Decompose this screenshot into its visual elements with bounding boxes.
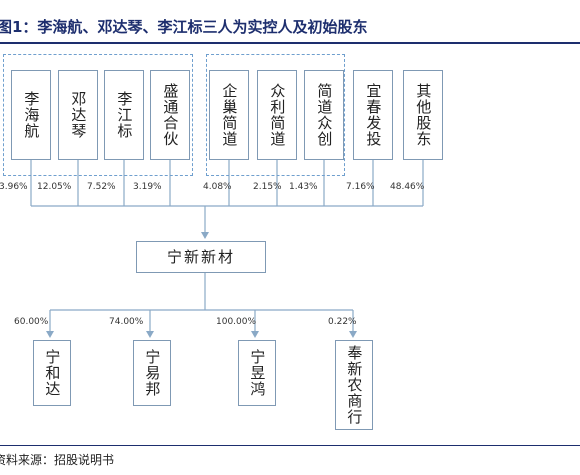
shareholder-lijiangbiao: 李江标	[104, 70, 144, 160]
subsidiary-ninghe: 宁和达	[33, 340, 71, 406]
figure-title: 图1：李海航、邓达琴、李江标三人为实控人及初始股东	[0, 18, 368, 36]
pct-yichun: 7.16%	[346, 182, 375, 192]
pct-ninghe: 60.00%	[14, 317, 49, 327]
arrow-ningyu	[251, 331, 259, 338]
shareholder-zhongli: 众利简道	[257, 70, 297, 160]
arrow-ninghe	[46, 331, 54, 338]
arrow-fengxin	[349, 331, 357, 338]
pct-zhongli: 2.15%	[253, 182, 282, 192]
pct-lijiangbiao: 7.52%	[87, 182, 116, 192]
arrow-to-company	[201, 232, 209, 239]
esop-platform-group	[206, 54, 345, 176]
pct-jiandao: 1.43%	[289, 182, 318, 192]
shareholder-jiandao: 简道众创	[304, 70, 344, 160]
shareholder-shengtong: 盛通合伙	[150, 70, 190, 160]
pct-lihaihang: 3.96%	[0, 182, 28, 192]
pct-fengxin: 0.22%	[328, 317, 357, 327]
arrow-ningyi	[146, 331, 154, 338]
title-rule	[0, 42, 580, 44]
pct-dengdaqin: 12.05%	[37, 182, 72, 192]
subsidiary-ningyi: 宁易邦	[133, 340, 171, 406]
source-note: 资料来源：招股说明书	[0, 453, 115, 467]
shareholder-lihaihang: 李海航	[11, 70, 51, 160]
pct-ningyu: 100.00%	[216, 317, 257, 327]
shareholder-qichao: 企巢简道	[209, 70, 249, 160]
company-ningxin: 宁新新材	[136, 241, 266, 273]
shareholder-others: 其他股东	[403, 70, 443, 160]
pct-others: 48.46%	[390, 182, 425, 192]
pct-shengtong: 3.19%	[133, 182, 162, 192]
pct-qichao: 4.08%	[203, 182, 232, 192]
pct-ningyi: 74.00%	[109, 317, 144, 327]
controller-group	[3, 54, 193, 176]
shareholder-dengdaqin: 邓达琴	[58, 70, 98, 160]
source-rule	[0, 445, 580, 446]
subsidiary-ningyu: 宁昱鸿	[238, 340, 276, 406]
subsidiary-fengxin: 奉新农商行	[335, 340, 373, 430]
shareholder-yichun: 宜春发投	[353, 70, 393, 160]
